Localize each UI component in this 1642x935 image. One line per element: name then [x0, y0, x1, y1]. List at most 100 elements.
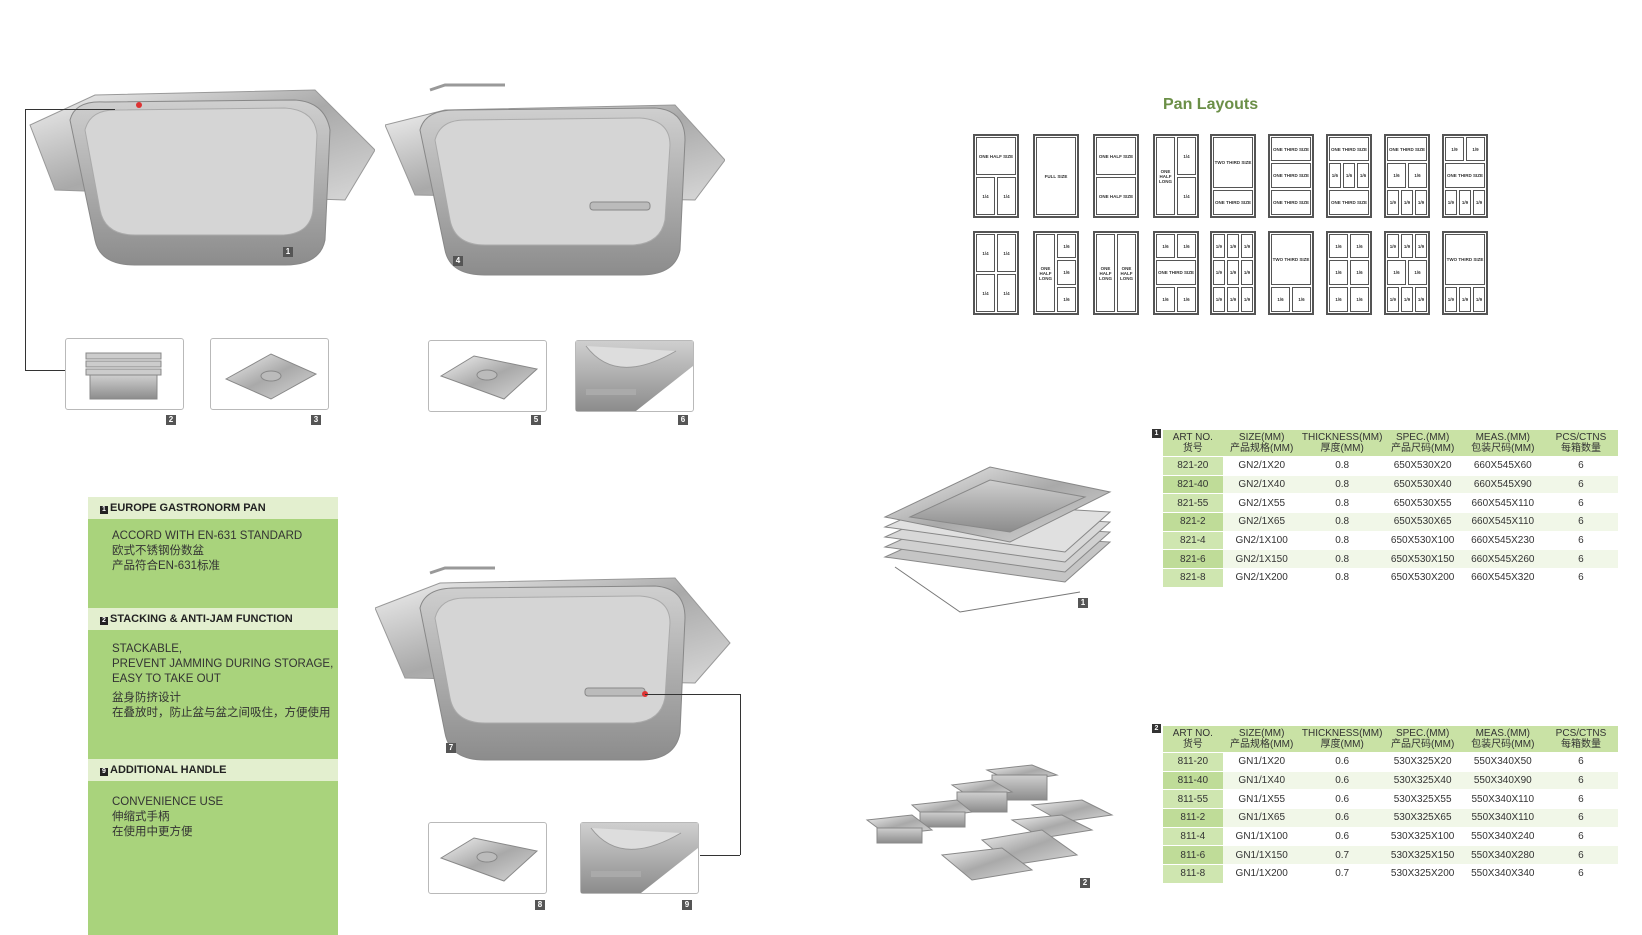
- table-cell: 0.7: [1300, 864, 1384, 883]
- pan-layout-cell: 1/4: [1177, 177, 1196, 215]
- table-cell: 6: [1543, 845, 1618, 865]
- stacked-gn21-pans-photo: [883, 466, 1112, 613]
- pan-layout-cell: 1/6: [1387, 260, 1406, 285]
- table-cell: 650X530X200: [1383, 568, 1462, 587]
- pan-layout-cell: 1/9: [1387, 189, 1399, 215]
- pan-layout-cell: 1/6: [1177, 234, 1196, 259]
- table-cell: 650X530X20: [1383, 456, 1462, 476]
- column-header: SIZE(MM)产品规格(MM): [1222, 430, 1301, 457]
- pan-layout-cell: ONE THIRD SIZE: [1329, 189, 1369, 215]
- table-cell: 530X325X100: [1383, 826, 1462, 846]
- leader-line: [645, 694, 740, 695]
- table-cell: GN1/1X55: [1222, 789, 1301, 809]
- pan-photo-7: [375, 566, 731, 761]
- table-cell: 650X530X40: [1383, 474, 1462, 494]
- table-cell: 6: [1543, 549, 1618, 569]
- table-cell: 6: [1543, 530, 1618, 550]
- pan-layout-cell: 1/6: [1156, 234, 1175, 259]
- pan-layout-cell: 1/6: [1057, 286, 1076, 312]
- table-cell: 6: [1543, 826, 1618, 846]
- table-cell: 550X340X240: [1461, 826, 1544, 846]
- pan-layout-cell: 1/6: [1177, 286, 1196, 312]
- pan-layout-cell: 1/9: [1241, 286, 1253, 312]
- table-cell: GN2/1X200: [1222, 568, 1301, 587]
- table-cell: 660X545X110: [1461, 512, 1544, 532]
- pan-layouts-title: Pan Layouts: [1163, 96, 1259, 113]
- thumb-handle-closeup: [580, 822, 699, 894]
- column-header: ART NO.货号: [1163, 726, 1223, 753]
- table-cell: GN2/1X100: [1222, 530, 1301, 550]
- pan-layout-cell: 1/9: [1400, 189, 1414, 215]
- table-cell: 0.8: [1300, 474, 1384, 494]
- photo-number: 3: [311, 415, 321, 425]
- pan-layout-cell: 1/6: [1156, 286, 1175, 312]
- photo-number: 2: [1080, 878, 1090, 888]
- table-cell: GN1/1X65: [1222, 808, 1301, 828]
- leader-line: [740, 694, 741, 855]
- table-cell: 811-2: [1163, 808, 1223, 828]
- table-cell: 6: [1543, 568, 1618, 587]
- pan-layout-cell: 1/9: [1445, 286, 1457, 312]
- table-cell: 660X545X320: [1461, 568, 1544, 587]
- pan-layout-cell: ONE THIRD SIZE: [1445, 163, 1485, 188]
- table-cell: 660X545X110: [1461, 493, 1544, 513]
- table-cell: 550X340X110: [1461, 808, 1544, 828]
- pan-layout-cell: 1/9: [1226, 234, 1240, 259]
- pan-layout-cell: 1/4: [976, 177, 995, 215]
- pan-layout-cell: ONE THIRD SIZE: [1271, 163, 1311, 188]
- gn11-pans-photo: [865, 764, 1114, 881]
- thumb-notched-lid: [428, 340, 547, 412]
- table-cell: 6: [1543, 752, 1618, 772]
- table-cell: 0.6: [1300, 826, 1384, 846]
- pan-layout-cell: ONE HALF LONG: [1117, 234, 1136, 312]
- table-cell: 821-55: [1163, 493, 1223, 513]
- table-cell: 530X325X150: [1383, 845, 1462, 865]
- photo-number: 1: [283, 247, 293, 257]
- leader-line: [700, 855, 740, 856]
- pan-layout-cell: TWO THIRD SIZE: [1271, 234, 1311, 285]
- pan-layout-cell: 1/9: [1458, 286, 1472, 312]
- leader-line: [25, 370, 70, 371]
- table-cell: 6: [1543, 808, 1618, 828]
- pan-layout-cell: 1/9: [1400, 286, 1414, 312]
- table-cell: 530X325X20: [1383, 752, 1462, 772]
- table-cell: 530X325X40: [1383, 770, 1462, 790]
- photo-number: 8: [535, 900, 545, 910]
- table-cell: GN2/1X20: [1222, 456, 1301, 476]
- table-cell: 821-8: [1163, 568, 1223, 587]
- pan-layout-cell: TWO THIRD SIZE: [1445, 234, 1485, 285]
- table-cell: 650X530X55: [1383, 493, 1462, 513]
- pan-layout-cell: ONE THIRD SIZE: [1271, 137, 1311, 162]
- pan-photo-1: [29, 89, 375, 266]
- table-cell: GN2/1X40: [1222, 474, 1301, 494]
- feature-text: CONVENIENCE USE 伸缩式手柄 在使用中更方便: [112, 796, 224, 838]
- table-cell: 6: [1543, 493, 1618, 513]
- pan-layout-cell: TWO THIRD SIZE: [1213, 137, 1253, 188]
- table-cell: 6: [1543, 474, 1618, 494]
- table-cell: 0.6: [1300, 770, 1384, 790]
- pan-layout-cell: 1/6: [1357, 163, 1369, 188]
- column-header: THICKNESS(MM)厚度(MM): [1300, 430, 1384, 457]
- table-cell: 0.7: [1300, 845, 1384, 865]
- table-cell: 660X545X230: [1461, 530, 1544, 550]
- pan-layout-cell: 1/9: [1241, 260, 1253, 285]
- pan-layout-cell: ONE THIRD SIZE: [1156, 260, 1196, 285]
- table-cell: 811-6: [1163, 845, 1223, 865]
- thumb-stacked-pans: [65, 338, 184, 410]
- table-cell: 0.8: [1300, 549, 1384, 569]
- table-cell: 650X530X150: [1383, 549, 1462, 569]
- pan-layout-cell: 1/6: [1350, 286, 1369, 312]
- pan-layout-cell: 1/4: [997, 177, 1016, 215]
